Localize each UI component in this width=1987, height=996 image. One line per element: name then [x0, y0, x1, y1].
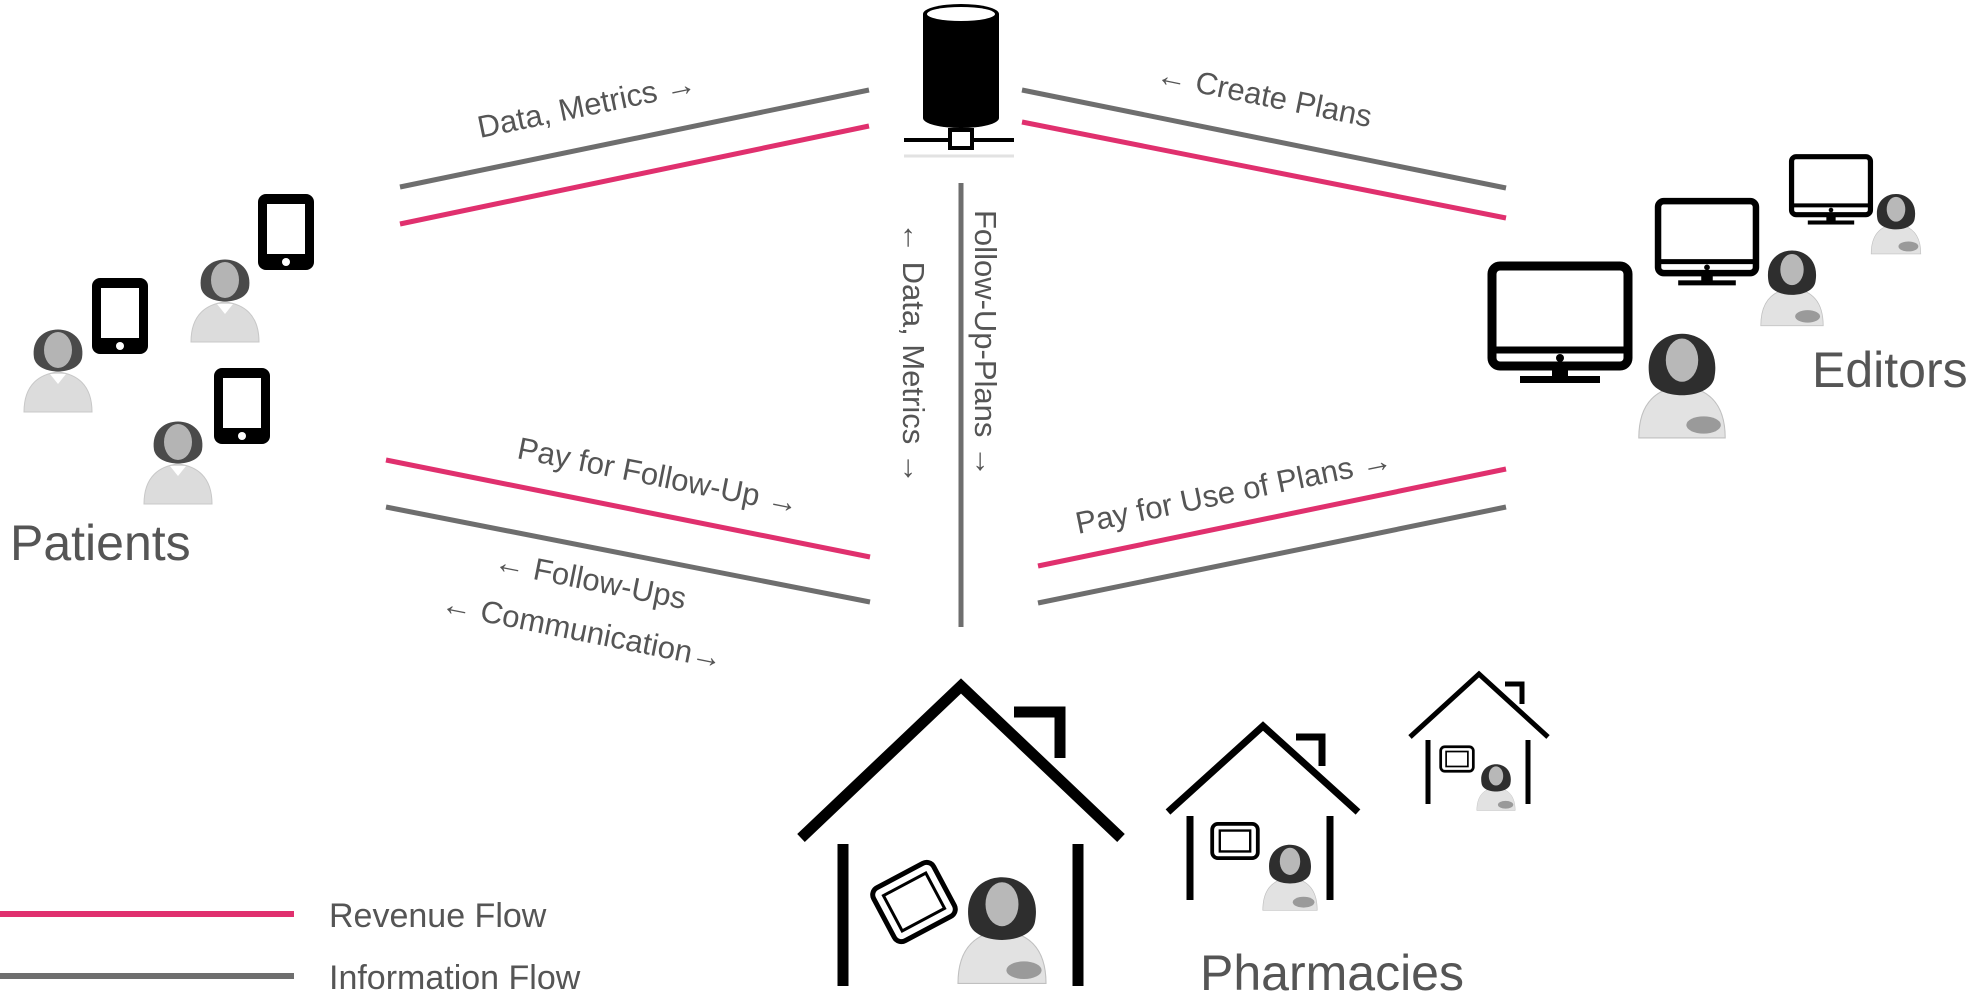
- revenue-line-pharmacies-editors: [1037, 466, 1507, 569]
- person-avatar-icon: [1638, 333, 1726, 439]
- monitor-icon: [1792, 157, 1871, 225]
- person-avatar-icon: [1262, 844, 1318, 911]
- info-line-patients-pharmacies: [385, 504, 871, 605]
- monitor-icon: [1658, 201, 1756, 285]
- tablet-icon: [258, 194, 314, 270]
- editors-label: Editors: [1812, 342, 1968, 398]
- person-avatar-icon: [1760, 250, 1824, 327]
- legend-information-label: Information Flow: [329, 959, 581, 996]
- pharmacies-label: Pharmacies: [1200, 945, 1464, 996]
- info-line-server-editors: [1021, 87, 1507, 191]
- person-avatar-icon: [23, 329, 93, 413]
- tablet-icon: [214, 368, 270, 444]
- person-avatar-icon: [1870, 193, 1922, 255]
- pharmacy-house-icon: [1408, 670, 1550, 811]
- legend: Revenue Flow Information Flow: [0, 897, 581, 996]
- person-avatar-icon: [1476, 763, 1516, 811]
- patients-label: Patients: [10, 515, 191, 571]
- monitor-icon: [1492, 266, 1628, 383]
- patients-group: [23, 194, 314, 505]
- database-server-icon: [904, 4, 1014, 158]
- label-vertical-follow-up-plans: Follow-Up-Plans →: [968, 210, 1003, 477]
- info-line-patients-server: [399, 87, 870, 190]
- pharmacy-house-icon: [1165, 721, 1361, 911]
- tablet-icon: [1210, 822, 1260, 860]
- label-pay-for-follow-up: Pay for Follow-Up →: [515, 431, 802, 521]
- label-vertical-data-metrics: ← Data, Metrics →: [896, 222, 931, 484]
- person-avatar-icon: [957, 876, 1047, 984]
- tablet-icon: [1439, 745, 1475, 773]
- person-avatar-icon: [143, 421, 213, 505]
- info-line-pharmacies-editors: [1037, 504, 1507, 606]
- revenue-line-patients-server: [399, 123, 870, 227]
- revenue-line-patients-pharmacies: [385, 457, 871, 560]
- revenue-line-server-editors: [1021, 119, 1507, 221]
- tablet-icon: [92, 278, 148, 354]
- legend-revenue-label: Revenue Flow: [329, 897, 547, 935]
- person-avatar-icon: [190, 259, 260, 343]
- pharmacy-house-icon: [797, 678, 1125, 986]
